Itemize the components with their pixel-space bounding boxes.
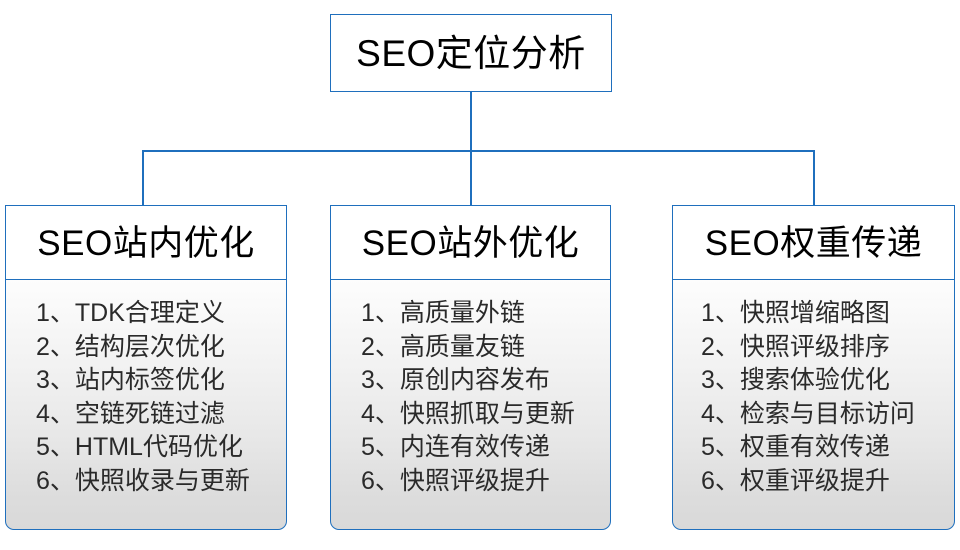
branch-3-title: SEO权重传递 — [704, 223, 923, 263]
list-item: 6、快照评级提升 — [361, 466, 550, 495]
list-item: 5、权重有效传递 — [701, 433, 890, 462]
branch-1-title: SEO站内优化 — [37, 223, 255, 263]
branch-2-list: 1、高质量外链 2、高质量友链 3、原创内容发布 4、快照抓取与更新 5、内连有… — [331, 297, 610, 498]
connector-horizontal-bus — [142, 150, 815, 152]
list-item: 5、内连有效传递 — [361, 433, 550, 462]
branch-1-header: SEO站内优化 — [5, 205, 287, 281]
branch-node-3: SEO权重传递 1、快照增缩略图 2、快照评级排序 3、搜索体验优化 4、检索与… — [672, 205, 955, 532]
connector-drop-branch-3 — [813, 150, 815, 205]
list-item: 4、快照抓取与更新 — [361, 399, 575, 428]
branch-3-list: 1、快照增缩略图 2、快照评级排序 3、搜索体验优化 4、检索与目标访问 5、权… — [673, 297, 954, 498]
branch-1-list: 1、TDK合理定义 2、结构层次优化 3、站内标签优化 4、空链死链过滤 5、H… — [6, 297, 286, 498]
list-item: 4、空链死链过滤 — [36, 399, 225, 428]
list-item: 3、原创内容发布 — [361, 366, 550, 395]
branch-2-title: SEO站外优化 — [361, 223, 580, 263]
list-item: 1、快照增缩略图 — [701, 299, 890, 328]
branch-3-header: SEO权重传递 — [672, 205, 955, 281]
list-item: 6、权重评级提升 — [701, 466, 890, 495]
branch-1-body: 1、TDK合理定义 2、结构层次优化 3、站内标签优化 4、空链死链过滤 5、H… — [5, 279, 287, 531]
branch-node-1: SEO站内优化 1、TDK合理定义 2、结构层次优化 3、站内标签优化 4、空链… — [5, 205, 287, 532]
list-item: 2、结构层次优化 — [36, 332, 225, 361]
list-item: 4、检索与目标访问 — [701, 399, 915, 428]
branch-2-header: SEO站外优化 — [330, 205, 611, 281]
connector-drop-branch-1 — [142, 150, 144, 205]
list-item: 1、高质量外链 — [361, 299, 525, 328]
list-item: 5、HTML代码优化 — [36, 433, 243, 462]
list-item: 6、快照收录与更新 — [36, 466, 250, 495]
list-item: 1、TDK合理定义 — [36, 299, 225, 328]
list-item: 3、搜索体验优化 — [701, 366, 890, 395]
root-node-title: SEO定位分析 — [356, 32, 586, 74]
connector-drop-branch-2 — [470, 150, 472, 205]
root-node: SEO定位分析 — [330, 14, 612, 92]
list-item: 2、高质量友链 — [361, 332, 525, 361]
connector-root-stem — [470, 92, 472, 151]
branch-2-body: 1、高质量外链 2、高质量友链 3、原创内容发布 4、快照抓取与更新 5、内连有… — [330, 279, 611, 531]
list-item: 2、快照评级排序 — [701, 332, 890, 361]
list-item: 3、站内标签优化 — [36, 366, 225, 395]
branch-node-2: SEO站外优化 1、高质量外链 2、高质量友链 3、原创内容发布 4、快照抓取与… — [330, 205, 611, 532]
branch-3-body: 1、快照增缩略图 2、快照评级排序 3、搜索体验优化 4、检索与目标访问 5、权… — [672, 279, 955, 531]
